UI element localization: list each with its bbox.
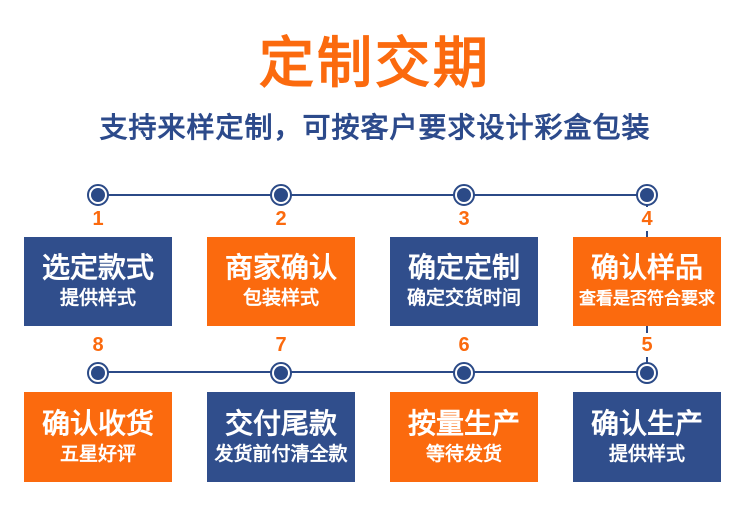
timeline-node-3 (453, 184, 475, 206)
step-card-subtitle: 提供样式 (608, 443, 685, 465)
step-card-title: 交付尾款 (224, 407, 337, 439)
step-card-title: 确定定制 (407, 252, 520, 283)
step-number-2: 2 (261, 207, 301, 231)
timeline-connector-row2 (98, 371, 648, 373)
timeline-node-5 (636, 362, 658, 384)
node-dot (640, 188, 654, 202)
node-dot (457, 188, 471, 202)
timeline-connector-row1 (98, 194, 648, 196)
timeline-node-4 (636, 184, 658, 206)
page-title: 定制交期 (258, 32, 491, 94)
step-card-title: 确认收货 (41, 407, 154, 439)
node-dot (457, 366, 471, 380)
step-card-subtitle: 发货前付清全款 (214, 443, 348, 465)
node-dot (274, 188, 288, 202)
step-card-8: 确认收货 五星好评 (24, 392, 172, 482)
step-card-title: 确认生产 (590, 407, 703, 439)
step-card-7: 交付尾款 发货前付清全款 (207, 392, 355, 482)
step-card-3: 确定定制 确定交货时间 (390, 237, 538, 326)
step-card-subtitle: 提供样式 (59, 288, 136, 309)
node-dot (640, 366, 654, 380)
step-number-5: 5 (627, 333, 667, 357)
step-card-title: 确认样品 (590, 252, 703, 283)
step-card-title: 按量生产 (407, 407, 520, 439)
step-card-subtitle: 五星好评 (59, 443, 136, 465)
timeline-node-8 (87, 362, 109, 384)
step-number-6: 6 (444, 333, 484, 357)
timeline-node-6 (453, 362, 475, 384)
step-number-7: 7 (261, 333, 301, 357)
page-subtitle: 支持来样定制，可按客户要求设计彩盒包装 (99, 112, 651, 143)
step-number-4: 4 (627, 207, 667, 231)
step-number-8: 8 (78, 333, 118, 357)
step-card-5: 确认生产 提供样式 (573, 392, 721, 482)
step-card-6: 按量生产 等待发货 (390, 392, 538, 482)
timeline-node-2 (270, 184, 292, 206)
node-dot (91, 188, 105, 202)
step-card-title: 选定款式 (41, 252, 154, 283)
step-card-subtitle: 查看是否符合要求 (579, 289, 715, 308)
step-card-subtitle: 等待发货 (425, 443, 502, 465)
step-number-1: 1 (78, 207, 118, 231)
timeline-node-7 (270, 362, 292, 384)
timeline-node-1 (87, 184, 109, 206)
step-card-title: 商家确认 (224, 252, 337, 283)
step-card-subtitle: 包装样式 (242, 288, 319, 309)
node-dot (274, 366, 288, 380)
step-card-4: 确认样品 查看是否符合要求 (573, 237, 721, 326)
step-card-subtitle: 确定交货时间 (406, 288, 521, 309)
step-number-3: 3 (444, 207, 484, 231)
step-card-1: 选定款式 提供样式 (24, 237, 172, 326)
step-card-2: 商家确认 包装样式 (207, 237, 355, 326)
node-dot (91, 366, 105, 380)
